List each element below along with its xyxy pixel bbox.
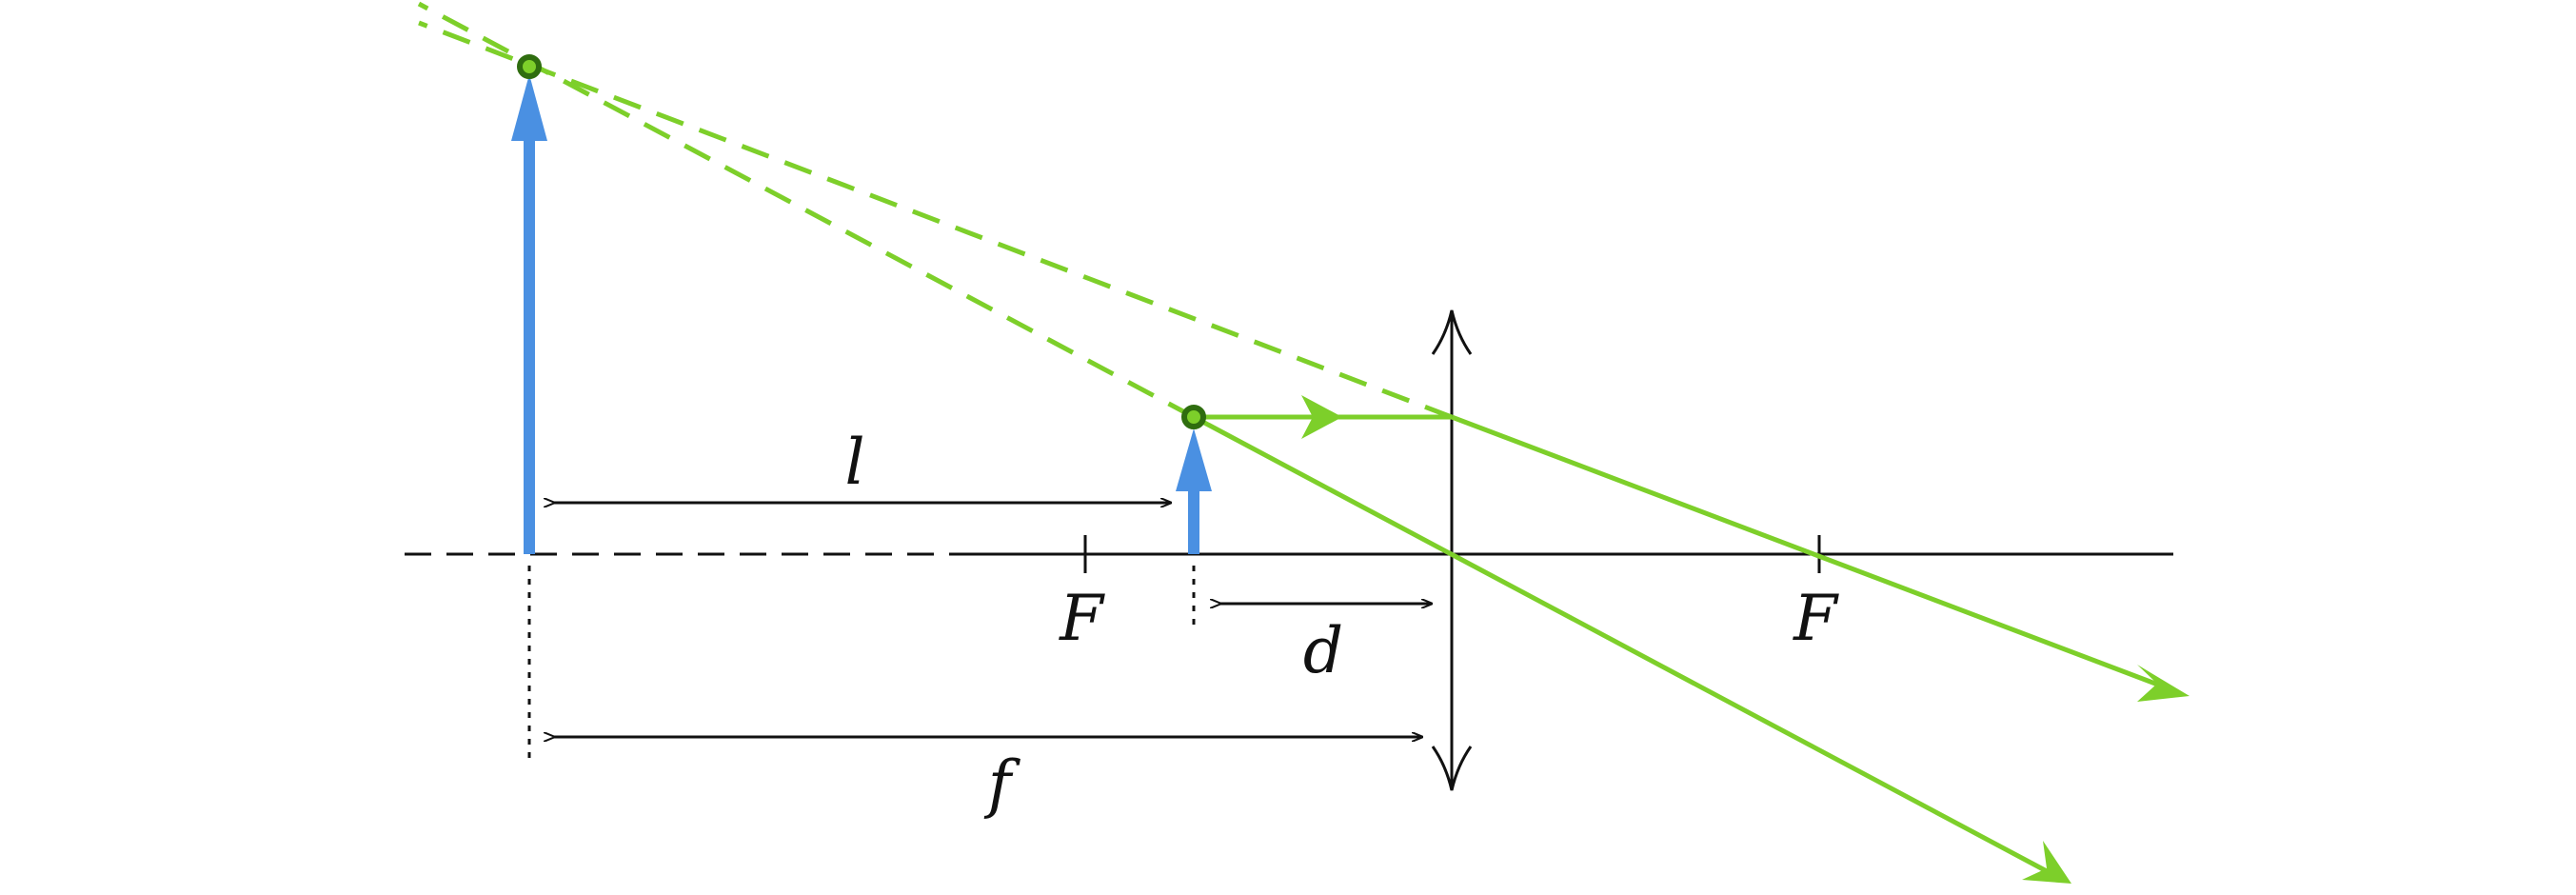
object-tip-point <box>1181 405 1206 429</box>
object-arrow-head <box>1176 428 1212 491</box>
image-arrow-head <box>511 74 547 141</box>
lens-bottom-arrowhead <box>1431 746 1473 791</box>
label-focus-right: F <box>1793 582 1839 655</box>
virtual-ray-extension-1 <box>418 20 1453 420</box>
refracted-ray-arrowhead <box>2137 665 2190 702</box>
refracted-ray-through-focus <box>1451 414 2171 692</box>
label-focus-left: F <box>1059 582 1105 655</box>
parallel-ray-arrowhead <box>1301 395 1342 439</box>
label-d: d <box>1303 614 1343 687</box>
central-ray <box>1192 414 2049 874</box>
label-f: f <box>983 747 1021 821</box>
central-ray-arrowhead <box>2022 841 2071 884</box>
label-l: l <box>844 426 864 499</box>
lens-top-arrowhead <box>1431 309 1473 355</box>
virtual-ray-extension-2 <box>417 1 1196 420</box>
image-tip-point <box>517 54 542 79</box>
